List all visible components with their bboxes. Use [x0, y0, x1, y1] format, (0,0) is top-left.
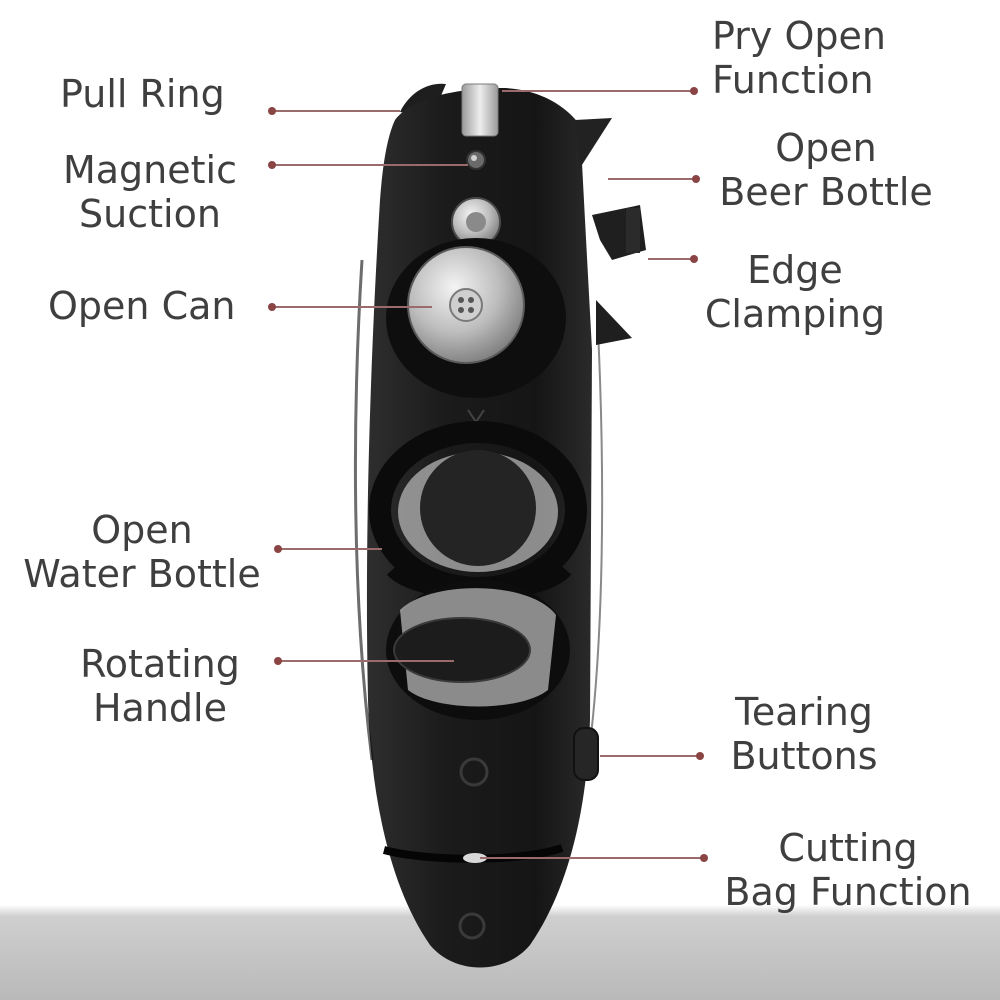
cutting-bag-dot	[700, 854, 708, 862]
pry-open-leader	[502, 90, 692, 92]
label-line: Pull Ring	[60, 72, 225, 116]
open-water-bottle-dot	[274, 545, 282, 553]
pry-open-dot	[690, 87, 698, 95]
label-line: Water Bottle	[23, 552, 261, 596]
magnetic-suction-leader	[272, 164, 468, 166]
label-open-beer-bottle: Open Beer Bottle	[706, 126, 946, 214]
tearing-buttons-leader	[600, 755, 700, 757]
label-line: Rotating	[80, 642, 240, 686]
label-line: Edge	[747, 248, 843, 292]
tearing-button	[573, 727, 599, 781]
label-line: Open	[775, 126, 877, 170]
label-edge-clamping: Edge Clamping	[690, 248, 900, 336]
label-line: Bag Function	[724, 870, 972, 914]
tearing-buttons-dot	[696, 752, 704, 760]
water-bottle-gripper	[420, 450, 536, 566]
pull-ring-leader	[272, 110, 400, 112]
pull-ring-dot	[268, 107, 276, 115]
pry-open-blade	[461, 83, 499, 137]
edge-clamping-dot	[690, 255, 698, 263]
label-pry-open: Pry Open Function	[712, 14, 942, 102]
label-rotating-handle: Rotating Handle	[50, 642, 270, 730]
label-open-can: Open Can	[48, 284, 268, 328]
rotating-handle-dot	[274, 657, 282, 665]
open-beer-bottle-dot	[692, 175, 700, 183]
open-water-bottle-leader	[278, 548, 382, 550]
label-line: Function	[712, 58, 874, 102]
label-line: Magnetic	[62, 148, 237, 192]
label-open-water-bottle: Open Water Bottle	[8, 508, 276, 596]
label-line: Handle	[92, 686, 227, 730]
label-cutting-bag: Cutting Bag Function	[712, 826, 984, 914]
cutting-bag-leader	[480, 857, 704, 859]
label-line: Tearing	[735, 690, 873, 734]
label-line: Open	[91, 508, 193, 552]
label-line: Clamping	[704, 292, 886, 336]
open-can-dot	[268, 303, 276, 311]
label-line: Pry Open	[712, 14, 886, 58]
rotating-handle-knob	[393, 617, 531, 683]
open-can-leader	[272, 306, 432, 308]
label-line: Open Can	[48, 284, 236, 328]
label-line: Cutting	[778, 826, 918, 870]
beer-bottle-tooth	[575, 118, 612, 168]
label-magnetic-suction: Magnetic Suction	[40, 148, 260, 236]
label-line: Buttons	[730, 734, 878, 778]
label-line: Beer Bottle	[719, 170, 933, 214]
label-line: Suction	[79, 192, 221, 236]
edge-clamping-leader	[648, 258, 694, 260]
open-beer-bottle-leader	[608, 178, 696, 180]
rotating-handle-leader	[278, 660, 454, 662]
magnetic-suction-dot	[268, 161, 276, 169]
label-pull-ring: Pull Ring	[60, 72, 260, 116]
label-tearing-buttons: Tearing Buttons	[704, 690, 904, 778]
